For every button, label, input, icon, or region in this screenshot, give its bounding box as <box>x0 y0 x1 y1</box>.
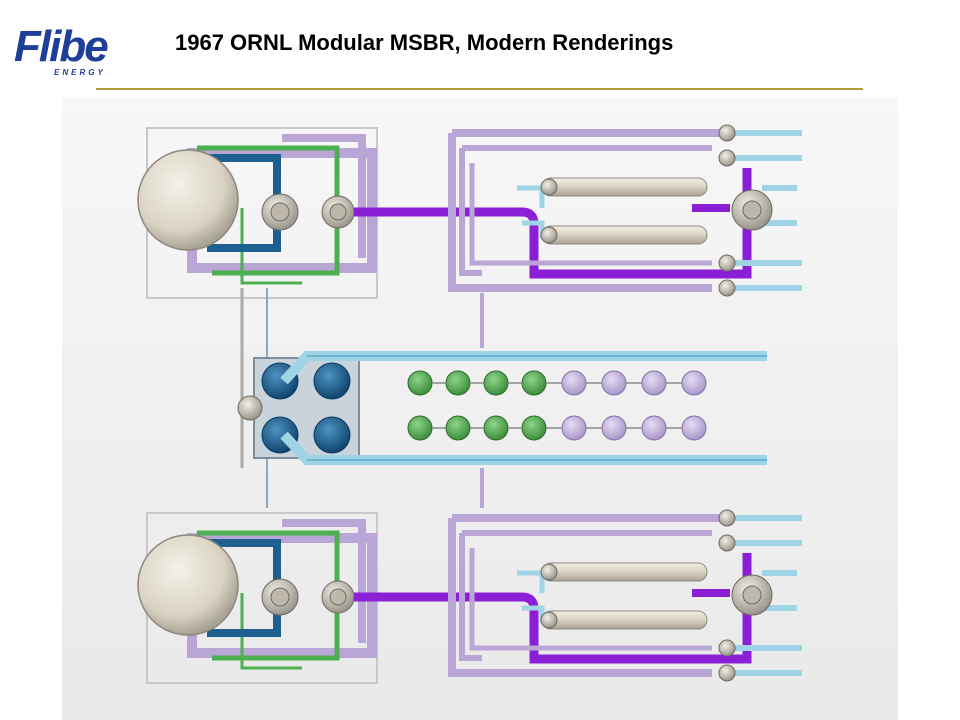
flibe-energy-logo: Flibe ENERGY <box>6 8 116 90</box>
msbr-rendering <box>62 98 898 720</box>
center-coolant-pipes <box>280 351 767 465</box>
logo-subtitle: ENERGY <box>54 68 106 77</box>
green-spheres <box>407 370 547 441</box>
page-title: 1967 ORNL Modular MSBR, Modern Rendering… <box>175 30 674 55</box>
reactor-cells <box>237 357 360 459</box>
sphere-links <box>432 382 682 429</box>
lavender-spheres <box>561 370 707 441</box>
logo-wordmark: Flibe <box>14 22 109 71</box>
title-divider <box>96 88 863 90</box>
